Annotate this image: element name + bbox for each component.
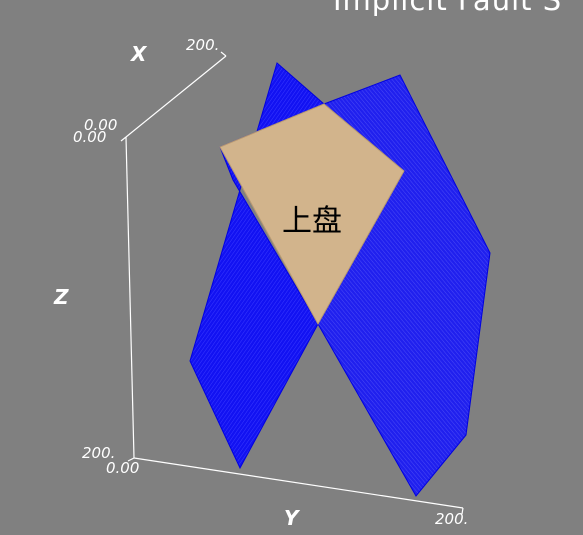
y-axis-label: Y xyxy=(284,506,299,530)
x-axis-label: X xyxy=(131,42,147,66)
z-axis-line xyxy=(125,136,135,459)
y-axis-end-tick xyxy=(461,507,464,515)
z-tick-start: 0.00 xyxy=(73,128,107,146)
z-axis-label: Z xyxy=(54,285,69,309)
axes-frame xyxy=(120,51,464,515)
x-tick-start: 0.00 xyxy=(84,116,118,134)
hanging-wall-surface[interactable] xyxy=(219,103,405,326)
x-axis-line xyxy=(125,55,227,138)
x-tick-end: 200. xyxy=(186,36,220,54)
z-axis-top-tick xyxy=(120,136,127,142)
y-axis-start-tick xyxy=(127,457,135,462)
view-title: Implicit Fault S xyxy=(333,0,563,17)
x-axis-end-tick xyxy=(220,51,227,57)
hanging-wall-label: 上盘 xyxy=(282,204,342,239)
y-tick-start: 0.00 xyxy=(106,459,140,477)
y-axis-line xyxy=(133,457,464,509)
z-tick-end: 200. xyxy=(82,444,116,462)
y-tick-end: 200. xyxy=(435,510,469,528)
